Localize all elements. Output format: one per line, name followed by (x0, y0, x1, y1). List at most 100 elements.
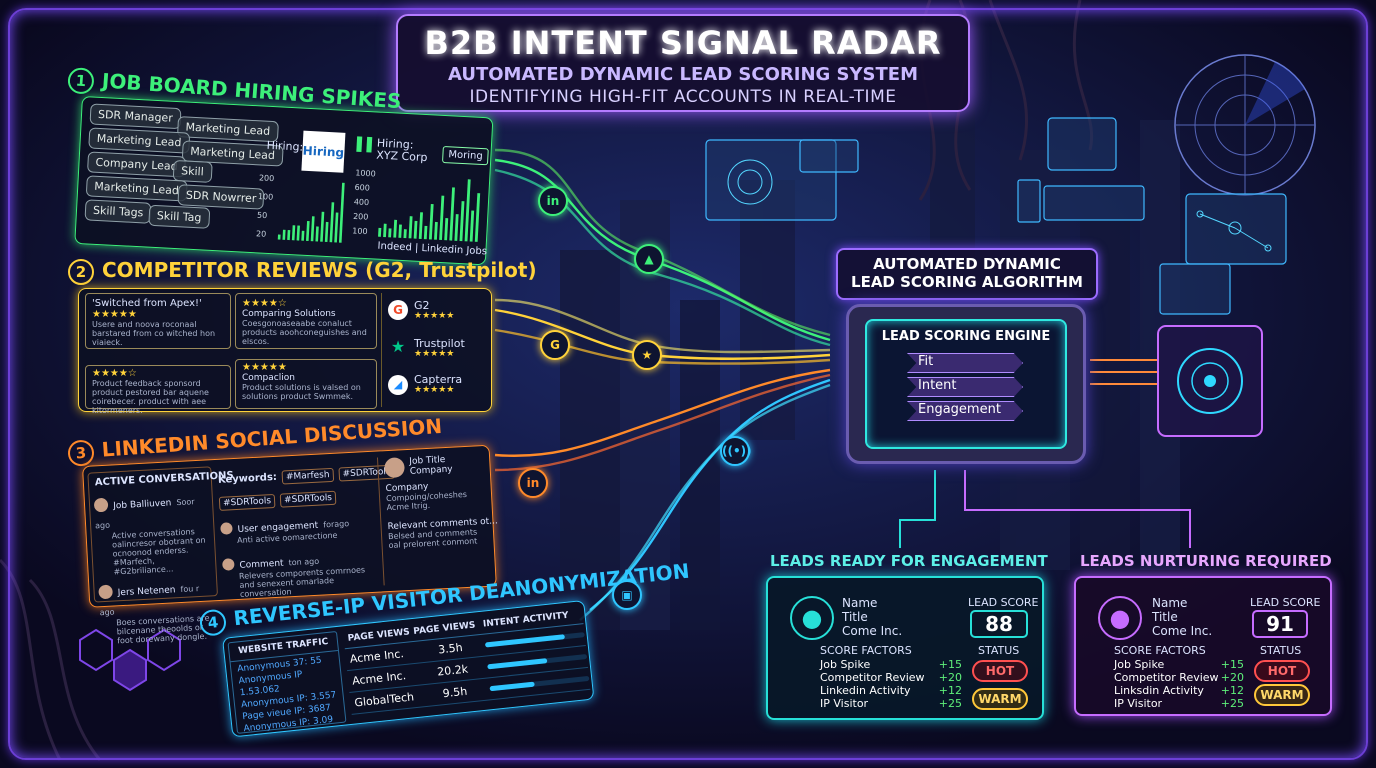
holo-monitor (1157, 325, 1263, 437)
conversation-body: Active conversations oalincresor obotran… (111, 527, 206, 577)
section-number: 2 (68, 259, 94, 285)
chart-bar (388, 228, 392, 238)
chart-bar (277, 234, 281, 240)
algorithm-title-box: AUTOMATED DYNAMIC LEAD SCORING ALGORITHM (836, 248, 1098, 300)
avatar (93, 497, 109, 512)
person-name: Jers Netenen (117, 585, 176, 599)
hiring-company: XYZ Corp (375, 148, 428, 165)
chart-tick-label: 50 (257, 211, 268, 221)
score-factor-row: Linksdin Activity+12 (1114, 684, 1244, 697)
status-warm-badge: WARM (1254, 684, 1310, 706)
status-hot-badge: HOT (1254, 660, 1310, 682)
chart-bar (282, 229, 286, 240)
review-card: ★★★★★ Compaclion Product solutions is va… (235, 359, 377, 409)
chart-bar (459, 201, 465, 242)
views-cell: 20.2k (436, 662, 469, 679)
lead-score-label: LEAD SCORE (968, 596, 1039, 609)
leads-ready-card: ● Name Title Come Inc. LEAD SCORE 88 SCO… (766, 576, 1044, 720)
chart-tick-label: 600 (354, 183, 370, 193)
chart-bar (418, 212, 423, 239)
chart-tick-label: 100 (258, 192, 274, 202)
keyword-tag: #Marfesh (281, 467, 334, 485)
header-box: B2B INTENT SIGNAL RADAR AUTOMATED DYNAMI… (396, 14, 970, 112)
keyword-tag: #SDRTools (218, 493, 276, 511)
factor-points: +20 (938, 671, 962, 684)
platform-stars: ★★★★★ (414, 385, 455, 395)
score-factors-label: SCORE FACTORS (1114, 644, 1206, 657)
status-warm-badge: WARM (972, 688, 1028, 710)
chart-bar (408, 216, 413, 239)
score-factor-row: Job Spike+15 (1114, 658, 1244, 671)
moring-tag: Moring (441, 145, 490, 166)
platform-name: Capterra (414, 373, 463, 386)
chart-tick-label: 400 (354, 197, 370, 207)
lead-score-label: LEAD SCORE (1250, 596, 1321, 609)
chart-bar (398, 224, 402, 238)
factor-name: Linkedin Activity (820, 684, 911, 697)
chart-bar (334, 212, 339, 243)
review-stars: ★★★★☆ (242, 298, 287, 309)
trustpilot-icon: ★ (390, 337, 406, 356)
chart-bar (439, 195, 445, 241)
active-conversations: ACTIVE CONVERSATIONS Job Balliuven Soor … (87, 466, 234, 645)
factor-points: +15 (938, 658, 962, 671)
platform-g2: G G2 ★★★★★ (388, 299, 454, 321)
lead-title: Title (1152, 610, 1178, 624)
skill-tag: Marketing Lead (85, 175, 188, 202)
g2-icon: G (388, 300, 408, 320)
intent-bar-fill (489, 681, 535, 692)
linkedin-panel: ACTIVE CONVERSATIONS Job Balliuven Soor … (82, 444, 498, 645)
platform-stars: ★★★★★ (414, 349, 455, 359)
user-avatar-icon: ● (1098, 596, 1142, 640)
review-stars: ★★★★★ (92, 309, 137, 320)
chart-tick-label: 200 (353, 212, 369, 222)
review-body: Coesgonoaseaabe conaluct products aoohco… (242, 319, 367, 346)
skill-tag: Skill Tag (148, 204, 210, 229)
score-factor-row: Job Spike+15 (820, 658, 962, 671)
page-title: B2B INTENT SIGNAL RADAR (424, 24, 942, 62)
platform-list: G G2 ★★★★★ ★ Trustpilot ★★★★★ ◢ Capterra… (381, 293, 487, 407)
avatar (98, 584, 113, 599)
lead-score-value: 88 (970, 610, 1028, 638)
conversation-body: Boes conversations are bilcenane theoold… (116, 613, 210, 646)
outer-frame (8, 8, 1368, 760)
factor-points: +15 (1220, 658, 1244, 671)
score-factor-row: Competitor Review+20 (820, 671, 962, 684)
hexagon-decor (79, 628, 181, 692)
chart-bar (474, 193, 481, 242)
factor-points: +25 (1220, 697, 1244, 710)
status-label: STATUS (978, 644, 1020, 657)
intent-table: PAGE VIEWS PAGE VIEWS INTENT ACTIVITY Ac… (342, 605, 591, 715)
skill-tag: SDR Manager (89, 103, 182, 130)
chart-bar (306, 220, 310, 242)
score-factors-label: SCORE FACTORS (820, 644, 912, 657)
factor-points: +12 (1220, 684, 1244, 697)
intent-bar (487, 653, 588, 670)
platform-name: G2 (414, 299, 430, 312)
comment-meta: ton ago (288, 556, 320, 568)
engagement-item: User engagement forago Anti active oomar… (220, 510, 375, 546)
score-factor-row: Linkedin Activity+12 (820, 684, 962, 697)
review-card: 'Switched from Apex!' ★★★★★ Usere and no… (85, 293, 231, 349)
chart-bar (291, 225, 296, 241)
views-cell: 9.5h (442, 684, 468, 701)
chart-bar (413, 220, 418, 239)
chart-bar (428, 203, 434, 240)
intent-bar (484, 632, 585, 648)
review-stars: ★★★★☆ (92, 368, 137, 379)
factor-fit: Fit (907, 353, 1023, 373)
chart-bar (315, 226, 319, 242)
review-heading: Comparing Solutions (242, 309, 336, 319)
person-name: Job Balliuven (112, 498, 172, 512)
leads-nurture-heading: LEADS NURTURING REQUIRED (1080, 552, 1332, 570)
intent-bar-fill (484, 634, 565, 648)
score-factor-row: Competitor Review+20 (1114, 671, 1244, 684)
keyword-tag: #SDRTools (279, 490, 337, 508)
radar-icon (1174, 54, 1316, 196)
bar-chart-icon: ▌▌ (356, 137, 378, 154)
status-label: STATUS (1260, 644, 1302, 657)
chart-bar (454, 214, 459, 241)
section-number: 3 (67, 439, 95, 467)
